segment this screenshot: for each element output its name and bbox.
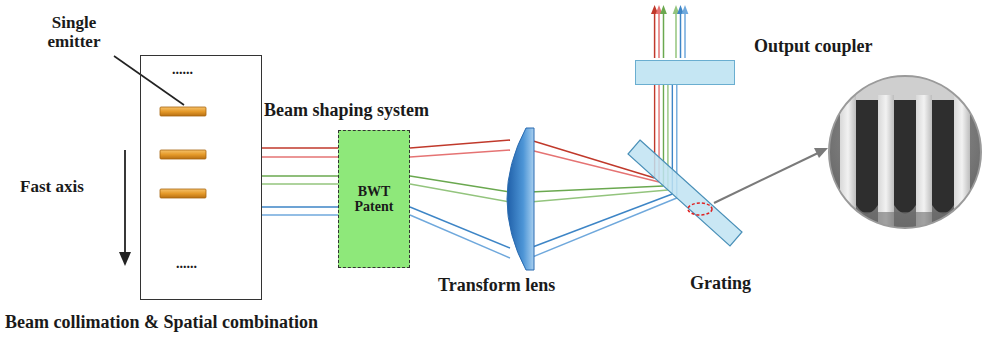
beam-line <box>410 150 510 157</box>
beam-line <box>262 183 338 184</box>
beam-line <box>410 140 510 148</box>
fast-axis-arrow <box>119 150 131 266</box>
beam-line <box>262 214 338 215</box>
beam-shaping-box: Beam shaping systemBWT Patent <box>338 130 410 268</box>
part-label: Transform lens <box>438 276 555 296</box>
grating: Grating <box>624 138 746 250</box>
emitter-bars <box>160 107 206 198</box>
beam-line <box>262 156 338 157</box>
lens-shape <box>496 128 534 270</box>
beam-line <box>410 215 510 258</box>
beam-line <box>530 198 677 258</box>
axis-label: Fast axis <box>20 178 84 197</box>
part-label: Single emitter <box>34 14 114 51</box>
highlight-ellipse <box>688 203 712 215</box>
beam-bundle <box>410 140 510 258</box>
sem-image <box>828 75 983 235</box>
beam-line <box>530 190 668 202</box>
beam-line <box>530 186 663 192</box>
beam-line <box>410 176 510 192</box>
part-label: Output coupler <box>754 37 873 57</box>
callout-arrow <box>714 148 828 203</box>
output-coupler: Output coupler <box>635 60 735 85</box>
part-label: Grating <box>690 274 751 294</box>
beam-line <box>410 184 510 202</box>
beam-bundle <box>262 148 338 215</box>
emitter-frame: Beam collimation & Spatial combination <box>140 55 262 300</box>
transform-lens: Transform lens <box>496 128 534 270</box>
beam-line <box>262 206 338 207</box>
part-label: Beam collimation & Spatial combination <box>5 313 318 333</box>
box-heading: Beam shaping system <box>264 101 429 121</box>
beam-line <box>262 175 338 176</box>
box-text: BWT Patent <box>344 184 404 215</box>
beam-line <box>262 147 338 148</box>
ellipsis: ...... <box>172 62 193 77</box>
beam-line <box>530 194 672 248</box>
ellipsis: ...... <box>176 256 197 271</box>
beam-line <box>410 207 510 248</box>
output-beams <box>651 5 688 58</box>
grating-plate <box>624 138 746 250</box>
